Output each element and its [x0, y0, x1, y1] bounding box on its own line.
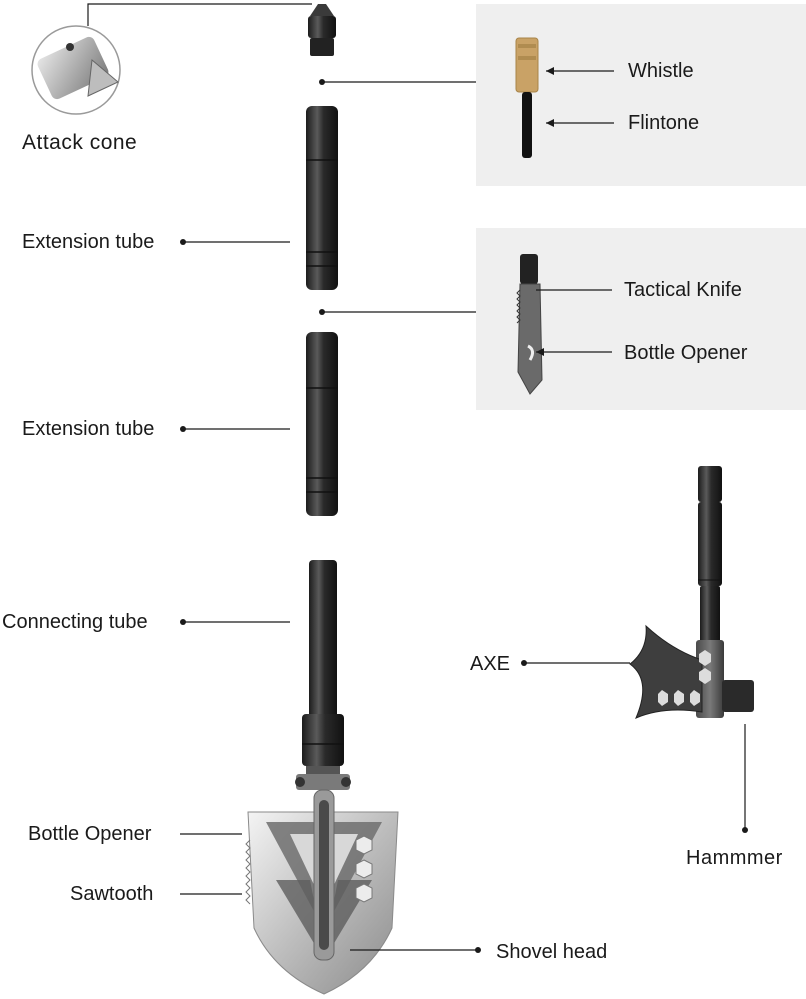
- label-extension-tube-1: Extension tube: [22, 231, 155, 253]
- label-attack-cone: Attack cone: [22, 131, 138, 154]
- whistle-icon: [515, 37, 539, 158]
- axe-icon: [629, 466, 754, 719]
- label-extension-tube-2: Extension tube: [22, 418, 155, 440]
- tactical-knife-icon: [516, 254, 543, 395]
- label-sawtooth: Sawtooth: [70, 883, 154, 905]
- cone-cap-icon: [308, 4, 336, 56]
- attack-cone-icon: [31, 25, 121, 115]
- label-connecting-tube: Connecting tube: [2, 611, 148, 633]
- label-shovel-head: Shovel head: [496, 941, 608, 963]
- label-bottle-opener-knife: Bottle Opener: [624, 342, 748, 364]
- label-axe: AXE: [470, 653, 511, 675]
- connecting-tube-icon: [295, 560, 351, 790]
- shovel-head-icon: [245, 789, 399, 995]
- label-flintone: Flintone: [628, 112, 700, 134]
- label-whistle: Whistle: [628, 60, 694, 82]
- label-bottle-opener-shovel: Bottle Opener: [28, 823, 152, 845]
- extension-tube-icon: [306, 332, 338, 516]
- label-tactical-knife: Tactical Knife: [624, 279, 742, 301]
- extension-tube-icon: [306, 106, 338, 290]
- label-hammer: Hammmer: [686, 847, 783, 869]
